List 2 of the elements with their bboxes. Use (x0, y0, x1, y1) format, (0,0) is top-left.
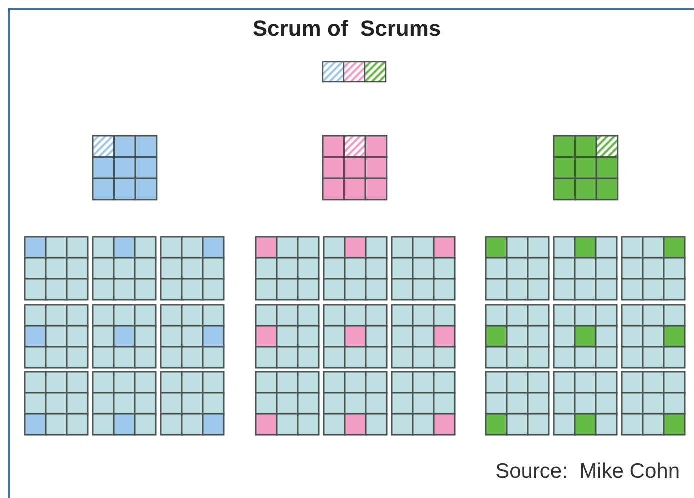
caption: Source: Mike Cohn (496, 460, 680, 484)
title: Scrum of Scrums (252, 16, 442, 42)
